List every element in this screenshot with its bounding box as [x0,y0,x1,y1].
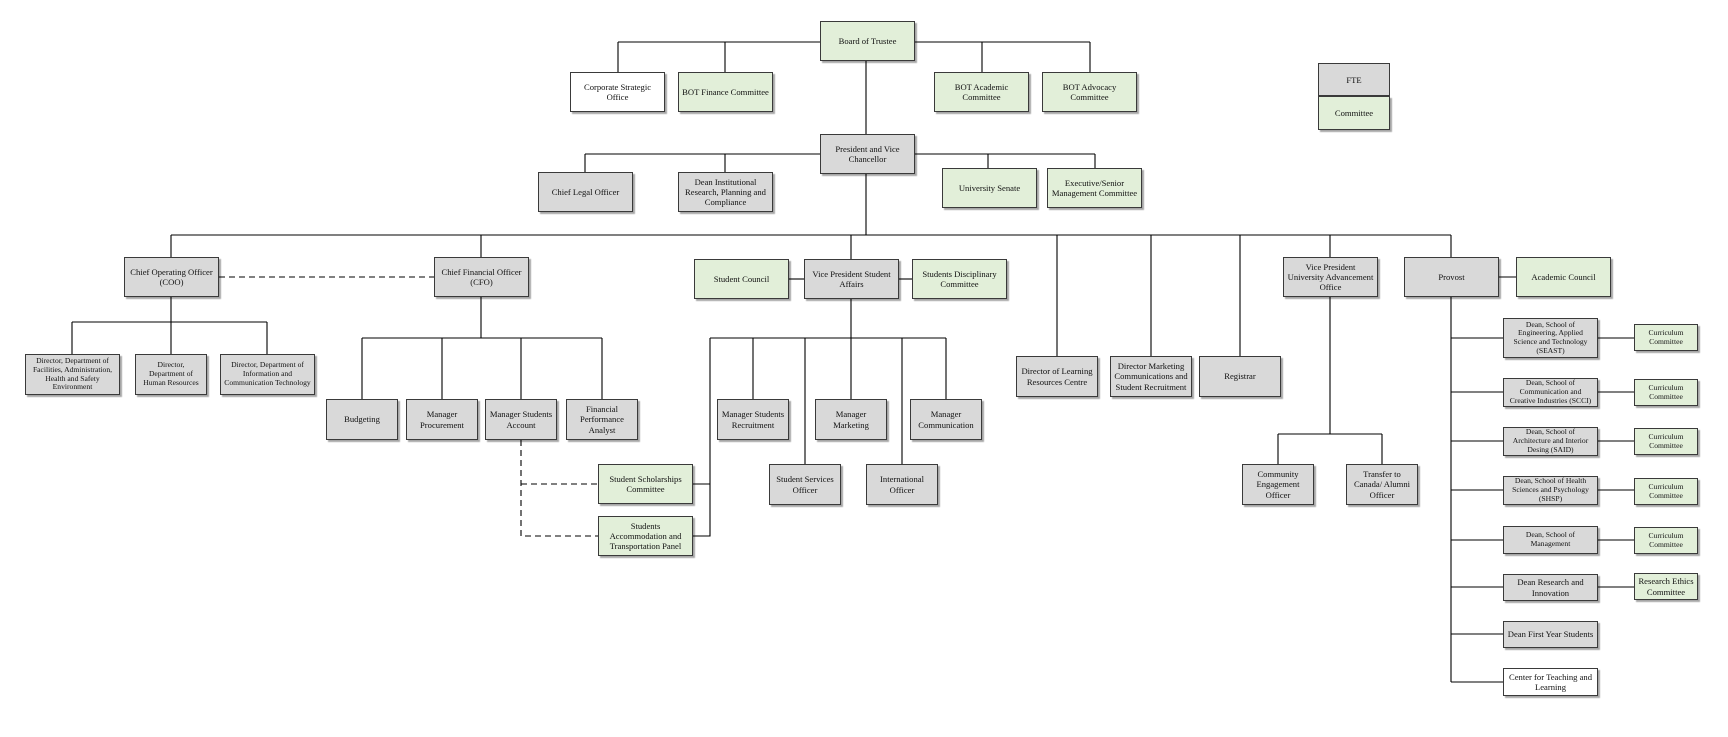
node-mgr-procurement: Manager Procurement [406,399,478,440]
node-curriculum-2: Curriculum Committee [1634,379,1698,406]
node-curriculum-3: Curriculum Committee [1634,428,1698,455]
node-president: President and Vice Chancellor [820,134,915,174]
node-center-teaching: Center for Teaching and Learning [1503,668,1598,696]
node-dir-learning: Director of Learning Resources Centre [1016,356,1098,397]
node-dean-said: Dean, School of Architecture and Interio… [1503,427,1598,456]
node-registrar: Registrar [1199,356,1281,397]
node-mgr-communication: Manager Communication [910,399,982,440]
node-curriculum-5: Curriculum Committee [1634,527,1698,554]
legend-fte: FTE [1318,63,1390,96]
node-dean-shsp: Dean, School of Health Sciences and Psyc… [1503,476,1598,505]
node-dean-management: Dean, School of Management [1503,526,1598,554]
node-dean-first-year: Dean First Year Students [1503,621,1598,648]
node-curriculum-1: Curriculum Committee [1634,324,1698,351]
node-research-ethics: Research Ethics Committee [1634,573,1698,600]
node-chief-legal: Chief Legal Officer [538,172,633,212]
node-transfer-canada: Transfer to Canada/ Alumni Officer [1346,464,1418,505]
node-dean-seast: Dean, School of Engineering, Applied Sci… [1503,318,1598,358]
node-bot-finance: BOT Finance Committee [678,72,773,112]
node-vp-student-affairs: Vice President Student Affairs [804,259,899,299]
connector-line [693,338,711,537]
node-bot-advocacy: BOT Advocacy Committee [1042,72,1137,112]
node-student-services: Student Services Officer [769,464,841,505]
node-scholarships-committee: Student Scholarships Committee [598,464,693,504]
node-curriculum-4: Curriculum Committee [1634,478,1698,505]
node-international-officer: International Officer [866,464,938,505]
node-students-disciplinary: Students Disciplinary Committee [912,259,1007,299]
node-student-council: Student Council [694,259,789,299]
node-community-engagement: Community Engagement Officer [1242,464,1314,505]
node-dir-facilities: Director, Department of Facilities, Admi… [25,354,120,395]
dashed-connector-line [520,440,598,537]
node-academic-council: Academic Council [1516,257,1611,297]
node-dean-research: Dean Research and Innovation [1503,574,1598,601]
node-dir-hr: Director, Department of Human Resources [135,354,207,395]
node-mgr-recruitment: Manager Students Recruitment [717,399,789,440]
node-vp-advancement: Vice President University Advancement Of… [1283,257,1378,297]
node-dean-institutional: Dean Institutional Research, Planning an… [678,172,773,212]
node-coo: Chief Operating Officer (COO) [124,257,219,297]
node-financial-analyst: Financial Performance Analyst [566,399,638,440]
node-budgeting: Budgeting [326,399,398,440]
node-mgr-students-account: Manager Students Account [485,399,557,440]
legend-committee: Committee [1318,96,1390,130]
connector-lines [71,41,1634,683]
node-dean-scci: Dean, School of Communication and Creati… [1503,378,1598,407]
node-accommodation-panel: Students Accommodation and Transportatio… [598,516,693,556]
node-mgr-marketing: Manager Marketing [815,399,887,440]
node-dir-marketing: Director Marketing Communications and St… [1110,356,1192,397]
node-board: Board of Trustee [820,21,915,61]
node-dir-ict: Director, Department of Information and … [220,354,315,395]
node-cfo: Chief Financial Officer (CFO) [434,257,529,297]
node-bot-academic: BOT Academic Committee [934,72,1029,112]
node-corporate-strategic-office: Corporate Strategic Office [570,72,665,112]
node-provost: Provost [1404,257,1499,297]
node-university-senate: University Senate [942,168,1037,208]
node-exec-senior: Executive/Senior Management Committee [1047,168,1142,208]
